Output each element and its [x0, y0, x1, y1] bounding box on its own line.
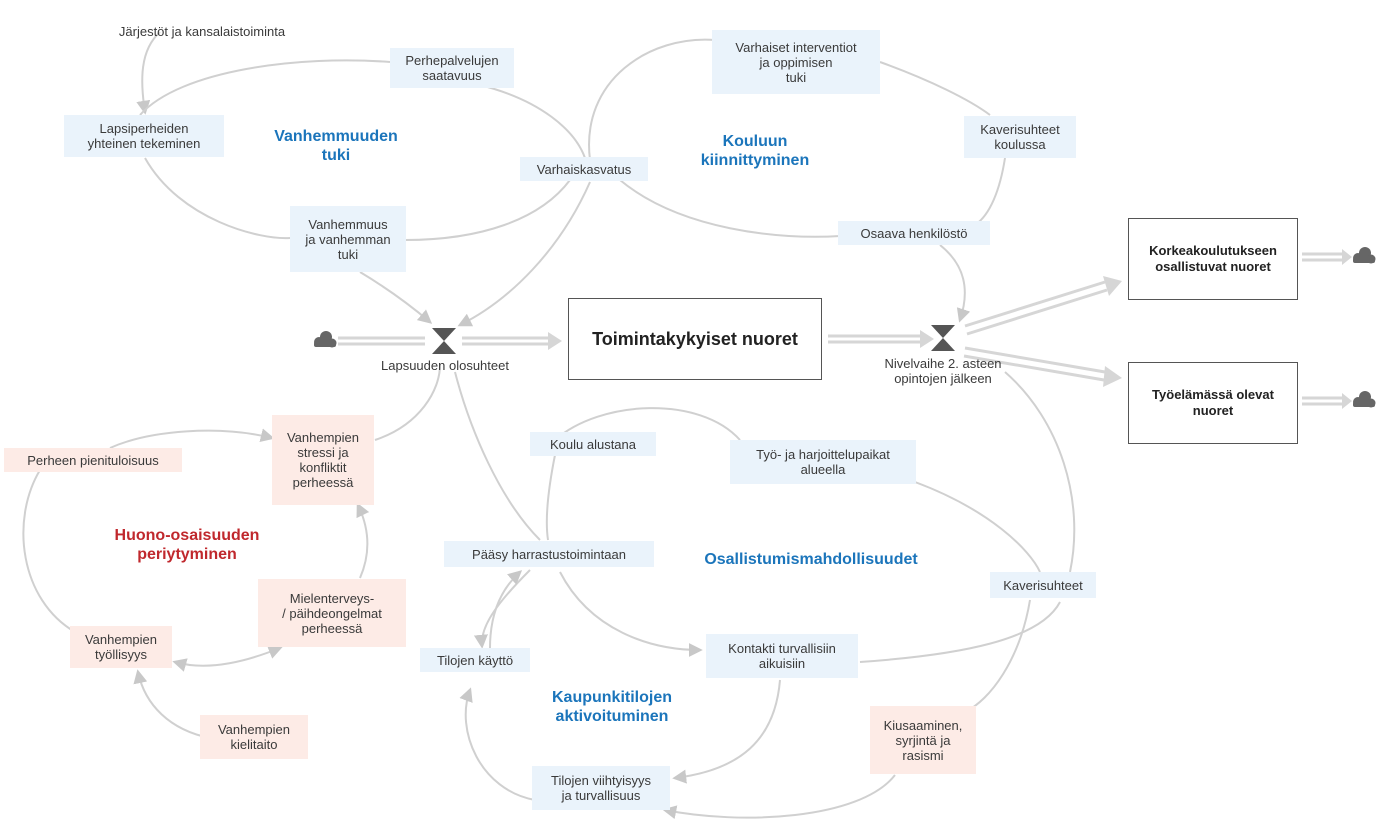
node-skilled-staff: Osaava henkilöstö — [838, 221, 990, 245]
loop-title-parenting: Vanhemmuuden tuki — [274, 128, 398, 164]
link-staff-to-valve — [939, 244, 971, 323]
node-school-friends: Kaverisuhteet koulussa — [964, 116, 1076, 158]
node-early-interventions: Varhaiset interventiot ja oppimisen tuki — [712, 30, 880, 94]
cloud-source-icon — [314, 331, 337, 348]
flow-to-center-pipe — [462, 336, 548, 346]
node-language: Vanhempien kielitaito — [200, 715, 308, 759]
link-language-to-employment — [133, 669, 211, 739]
link-early-to-staff — [619, 179, 841, 238]
link-platform-to-work — [554, 407, 741, 441]
loop-title-school: Kouluun kiinnittyminen — [700, 133, 810, 169]
node-comfort-safety: Tilojen viihtyisyys ja turvallisuus — [532, 766, 670, 810]
link-interventions-to-friends — [879, 61, 991, 116]
loop-title-city: Kaupunkitilojen aktivoituminen — [552, 689, 672, 725]
link-comfort-to-space — [459, 687, 536, 801]
link-bullying-to-comfort — [662, 774, 896, 820]
link-income-to-employment — [22, 469, 76, 633]
node-organizations: Järjestöt ja kansalaistoiminta — [118, 23, 286, 39]
flow-to-working-arrowhead — [1103, 366, 1122, 387]
node-parenthood: Vanhemmuus ja vanhemman tuki — [290, 206, 406, 272]
flow-to-higher-ed-arrowhead — [1103, 276, 1122, 296]
node-hobby-access: Pääsy harrastustoimintaan — [444, 541, 654, 567]
node-space-use: Tilojen käyttö — [420, 648, 530, 672]
link-employment-mental — [172, 645, 283, 672]
link-safe-to-comfort — [672, 679, 781, 784]
flow-to-higher-ed-pipe — [964, 280, 1108, 336]
link-early-to-valve — [457, 181, 591, 327]
node-parental-stress: Vanhempien stressi ja konfliktit perhees… — [272, 415, 374, 505]
link-work-to-friendships — [914, 481, 1041, 573]
stock-higher-education: Korkeakoulutukseen osallistuvat nuoret — [1128, 218, 1298, 300]
loop-title-disadvantage: Huono-osaisuuden periytyminen — [114, 527, 260, 563]
cloud-sink-higher-ed-icon — [1353, 247, 1376, 264]
node-family-activities: Lapsiperheiden yhteinen tekeminen — [64, 115, 224, 157]
flow-in-pipe — [338, 336, 425, 346]
node-safe-adults: Kontakti turvallisiin aikuisiin — [706, 634, 858, 678]
node-friendships: Kaverisuhteet — [990, 572, 1096, 598]
valve-label-transition: Nivelvaihe 2. asteen opintojen jälkeen — [884, 356, 1002, 386]
cloud-sink-working-icon — [1353, 391, 1376, 408]
stock-working-youth: Työelämässä olevat nuoret — [1128, 362, 1298, 444]
flow-to-center-arrowhead — [548, 332, 562, 350]
node-early-education: Varhaiskasvatus — [520, 157, 648, 181]
link-hobby-to-space — [473, 569, 531, 649]
link-hobby-to-safe — [559, 571, 703, 657]
link-early-to-interventions — [588, 38, 716, 161]
link-parenthood-to-valve — [359, 271, 433, 324]
link-valve-to-friendships — [1004, 371, 1076, 573]
link-services-to-early — [479, 84, 586, 159]
link-families-to-services — [139, 59, 391, 116]
link-space-to-hobby — [489, 570, 523, 649]
node-family-services: Perhepalvelujen saatavuus — [390, 48, 514, 88]
valve-transition-icon — [931, 325, 955, 351]
link-mental-to-stress — [356, 502, 370, 579]
link-friends-to-staff — [974, 157, 1006, 226]
link-parenthood-to-early — [404, 179, 571, 241]
valve-childhood-icon — [432, 328, 456, 354]
link-friendships-to-bullying — [964, 599, 1031, 713]
node-work-placements: Työ- ja harjoittelupaikat alueella — [730, 440, 916, 484]
flow-out-pipe — [828, 334, 920, 344]
link-safe-to-friendships — [859, 601, 1061, 663]
node-school-platform: Koulu alustana — [530, 432, 656, 456]
link-valve-down — [454, 371, 541, 541]
flow-higher-ed-out-arrowhead — [1342, 249, 1352, 265]
flow-to-working-pipe — [963, 346, 1106, 382]
link-stress-to-valve — [374, 364, 441, 441]
link-school-platform-to-hobby — [545, 454, 556, 541]
flow-higher-ed-out-pipe — [1302, 252, 1342, 262]
link-income-to-stress — [109, 428, 275, 449]
node-mental-health: Mielenterveys- / päihdeongelmat perheess… — [258, 579, 406, 647]
loop-title-participation: Osallistumismahdollisuudet — [704, 551, 918, 568]
flow-working-out-arrowhead — [1342, 393, 1352, 409]
link-families-to-parenthood — [144, 157, 291, 240]
flow-working-out-pipe — [1302, 396, 1342, 406]
node-low-income: Perheen pienituloisuus — [4, 448, 182, 472]
node-bullying: Kiusaaminen, syrjintä ja rasismi — [870, 706, 976, 774]
flow-out-arrowhead — [920, 330, 934, 348]
link-org-to-families — [136, 31, 161, 115]
node-employment: Vanhempien työllisyys — [70, 626, 172, 668]
valve-label-childhood: Lapsuuden olosuhteet — [381, 358, 509, 373]
stock-functional-youth: Toimintakykyiset nuoret — [568, 298, 822, 380]
